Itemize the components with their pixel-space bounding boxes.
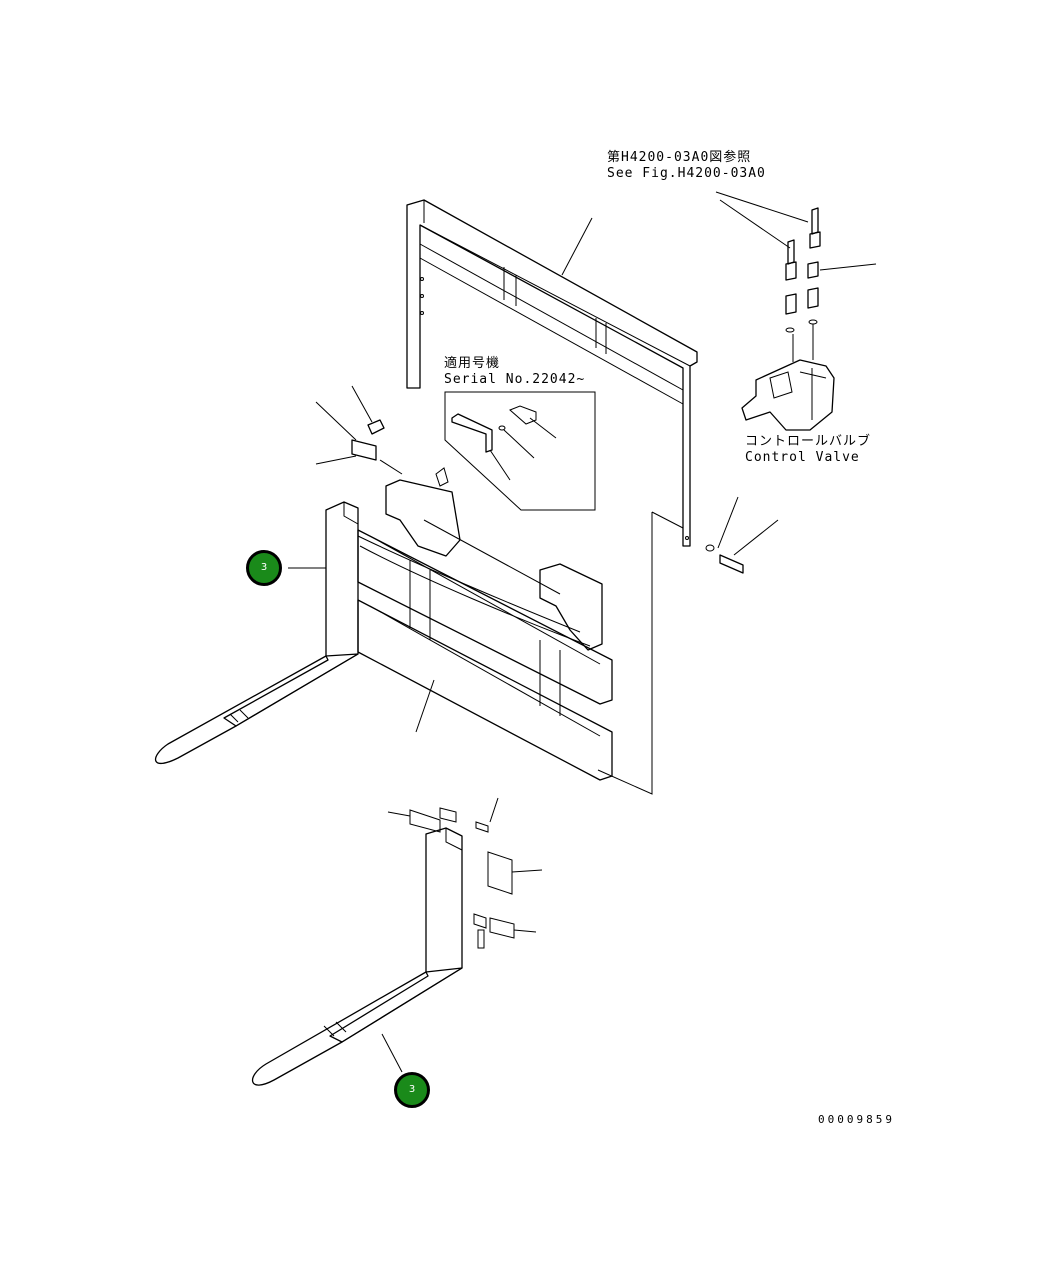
serial-label-jp: 適用号機: [444, 356, 501, 371]
frame-outline: [597, 511, 684, 795]
serial-inset: [444, 391, 596, 511]
drawing-number: 00009859: [818, 1113, 895, 1126]
ref-label-jp: 第H4200-03A0図参照: [607, 150, 752, 165]
valve-label-jp: コントロールバルブ: [745, 434, 872, 449]
control-valve: [715, 191, 877, 431]
bolt-plate-left: [315, 385, 403, 475]
callout-part-3-lower[interactable]: 3: [394, 1072, 430, 1108]
upper-fork: [154, 501, 359, 764]
callout-label: 3: [260, 562, 268, 573]
backrest-frame: [406, 199, 698, 547]
valve-label-en: Control Valve: [745, 450, 860, 465]
ref-label-en: See Fig.H4200-03A0: [607, 166, 766, 181]
lower-fork: [251, 797, 543, 1086]
carriage: [357, 467, 613, 781]
callout-part-3-upper[interactable]: 3: [246, 550, 282, 586]
serial-label-en: Serial No.22042~: [444, 372, 586, 387]
callout-label: 3: [408, 1084, 416, 1095]
bolt-right: [705, 496, 779, 574]
